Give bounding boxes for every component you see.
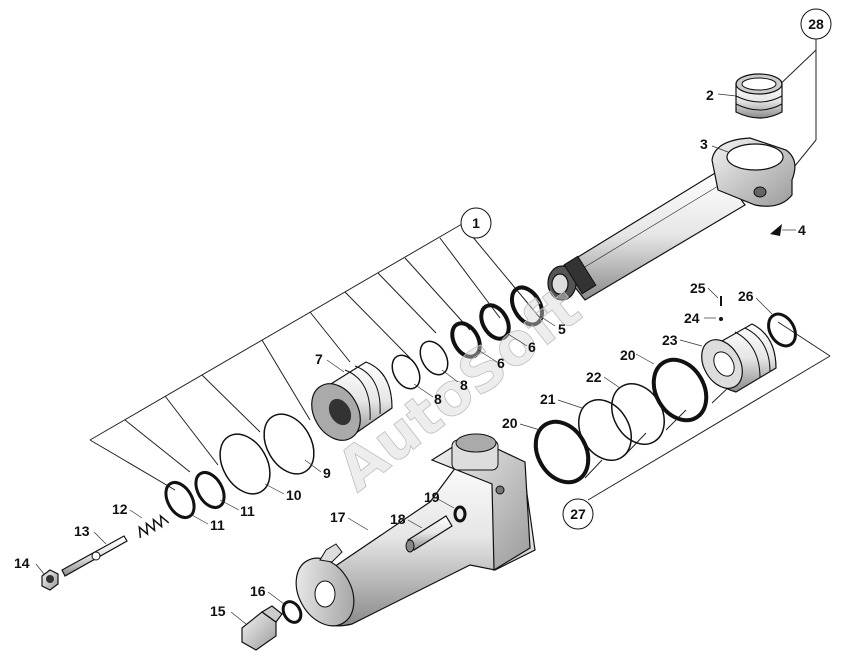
callout-22: 22	[586, 369, 602, 385]
seal-rings-piston	[164, 413, 315, 520]
callout-circle-28: 28	[800, 8, 832, 40]
callout-11b: 11	[210, 517, 225, 533]
gland-small-parts	[719, 296, 797, 348]
callout-21: 21	[540, 391, 556, 407]
callout-18: 18	[390, 511, 406, 527]
callout-17: 17	[330, 509, 346, 525]
callout-5: 5	[558, 321, 566, 337]
callout-11a: 11	[240, 503, 255, 519]
callout-28-label: 28	[808, 16, 824, 32]
callout-14: 14	[14, 555, 30, 571]
plug	[241, 605, 283, 651]
callout-4: 4	[798, 222, 806, 238]
seal-rings-head	[533, 357, 709, 485]
callout-25: 25	[690, 280, 706, 296]
callout-19: 19	[424, 489, 440, 505]
callout-6b: 6	[497, 355, 505, 371]
small-seal	[453, 505, 467, 523]
group-bracket-1	[89, 223, 541, 491]
grease-nipple	[770, 224, 782, 236]
callout-circle-1: 1	[460, 207, 492, 239]
bushing	[735, 73, 783, 119]
leader-lines	[35, 93, 796, 625]
callout-10: 10	[286, 487, 302, 503]
callout-6a: 6	[528, 339, 536, 355]
piston-rod-with-eye	[547, 137, 796, 301]
washer	[281, 600, 303, 624]
callout-15: 15	[210, 603, 226, 619]
valve	[405, 515, 453, 553]
spring	[138, 514, 170, 538]
gland	[701, 323, 777, 393]
callout-20a: 20	[502, 415, 518, 431]
callout-8b: 8	[434, 391, 442, 407]
callout-23: 23	[662, 332, 678, 348]
callout-24: 24	[684, 310, 700, 326]
pin	[61, 535, 128, 577]
callout-8a: 8	[460, 377, 468, 393]
callout-2: 2	[706, 87, 714, 103]
piston	[311, 361, 393, 441]
callout-circle-27: 27	[562, 498, 594, 530]
group-bracket-27	[584, 321, 831, 501]
callout-20b: 20	[620, 347, 636, 363]
callout-26: 26	[738, 288, 754, 304]
callout-9: 9	[323, 465, 331, 481]
callout-labels: 2 3 4 5 6 6 7 8 8 9 10 11 11 12 13 14 15…	[14, 87, 806, 619]
callout-13: 13	[74, 523, 90, 539]
callout-1-label: 1	[472, 215, 480, 231]
callout-3: 3	[700, 136, 708, 152]
callout-12: 12	[112, 501, 128, 517]
callout-16: 16	[250, 583, 266, 599]
nut	[41, 569, 59, 591]
seal-rings-rod	[391, 285, 545, 390]
callout-27-label: 27	[570, 506, 586, 522]
callout-7: 7	[315, 351, 323, 367]
